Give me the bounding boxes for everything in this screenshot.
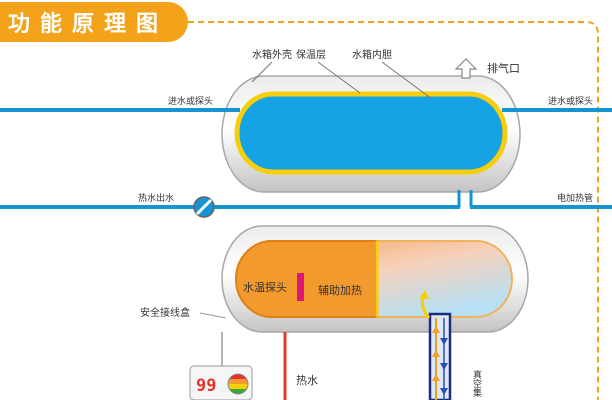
- color-badge-icon: [228, 374, 248, 394]
- insulation-label: 保温层: [296, 48, 326, 61]
- inlet-left-label: 进水或探头: [168, 95, 213, 107]
- down-arrow-icon: [440, 388, 448, 395]
- inner-tank-label: 水箱内胆: [352, 48, 392, 61]
- badge-stripe-orange: [228, 379, 248, 384]
- page-title: 功能原理图: [8, 11, 168, 37]
- inlet-right-label: 进水或探头: [548, 95, 593, 107]
- controller-display: 99: [196, 376, 216, 396]
- vacuum-tube: [428, 312, 452, 400]
- badge-stripe-red: [228, 374, 248, 379]
- vent-label: 排气口: [487, 61, 520, 75]
- convection-arrow-head-icon: [419, 290, 429, 299]
- down-arrow-icon: [440, 363, 448, 370]
- badge-ring: [227, 373, 249, 395]
- header-banner: [0, 2, 188, 42]
- hot-outlet-label: 热水出水: [138, 192, 174, 204]
- down-arrow-icon: [440, 338, 448, 345]
- valve-handle: [195, 198, 213, 216]
- vacuum-tube-label: 真空集: [471, 369, 482, 398]
- heating-chamber: [235, 240, 377, 318]
- aux-heater-element: [297, 273, 304, 301]
- temp-probe-label: 水温探头: [243, 281, 287, 294]
- vent-arrow-icon: [454, 58, 478, 79]
- inner-tank-leader-line: [381, 61, 433, 100]
- junction-box-leader-line: [199, 312, 227, 319]
- badge-stripe-green: [228, 389, 248, 394]
- insulation-leader-line: [317, 61, 361, 94]
- electric-heater-label: 电加热管: [557, 192, 593, 204]
- aux-heating-label: 辅助加热: [318, 283, 362, 297]
- up-arrow-icon: [432, 374, 440, 381]
- up-arrow-icon: [432, 350, 440, 357]
- up-arrow-icon: [432, 326, 440, 333]
- badge-stripe-yellow: [228, 384, 248, 389]
- valve-icon: [193, 196, 215, 218]
- top-tank-inner: [234, 91, 508, 175]
- shell-leader-line: [251, 61, 273, 83]
- junction-box-label: 安全接线盒: [140, 306, 190, 319]
- controller-panel: 99: [189, 365, 253, 400]
- shell-label: 水箱外壳: [252, 48, 292, 61]
- hot-water-label: 热水: [296, 374, 318, 387]
